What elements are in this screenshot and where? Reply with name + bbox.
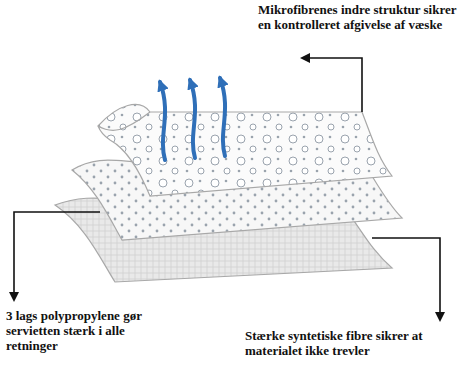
callout-label: 3 lags polypropylene gør servietten stær… (6, 308, 176, 353)
callout-label: Stærke syntetiske fibre sikrer at materi… (245, 328, 470, 358)
callout-label: Mikrofibrenes indre struktur sikrer en k… (258, 2, 470, 32)
